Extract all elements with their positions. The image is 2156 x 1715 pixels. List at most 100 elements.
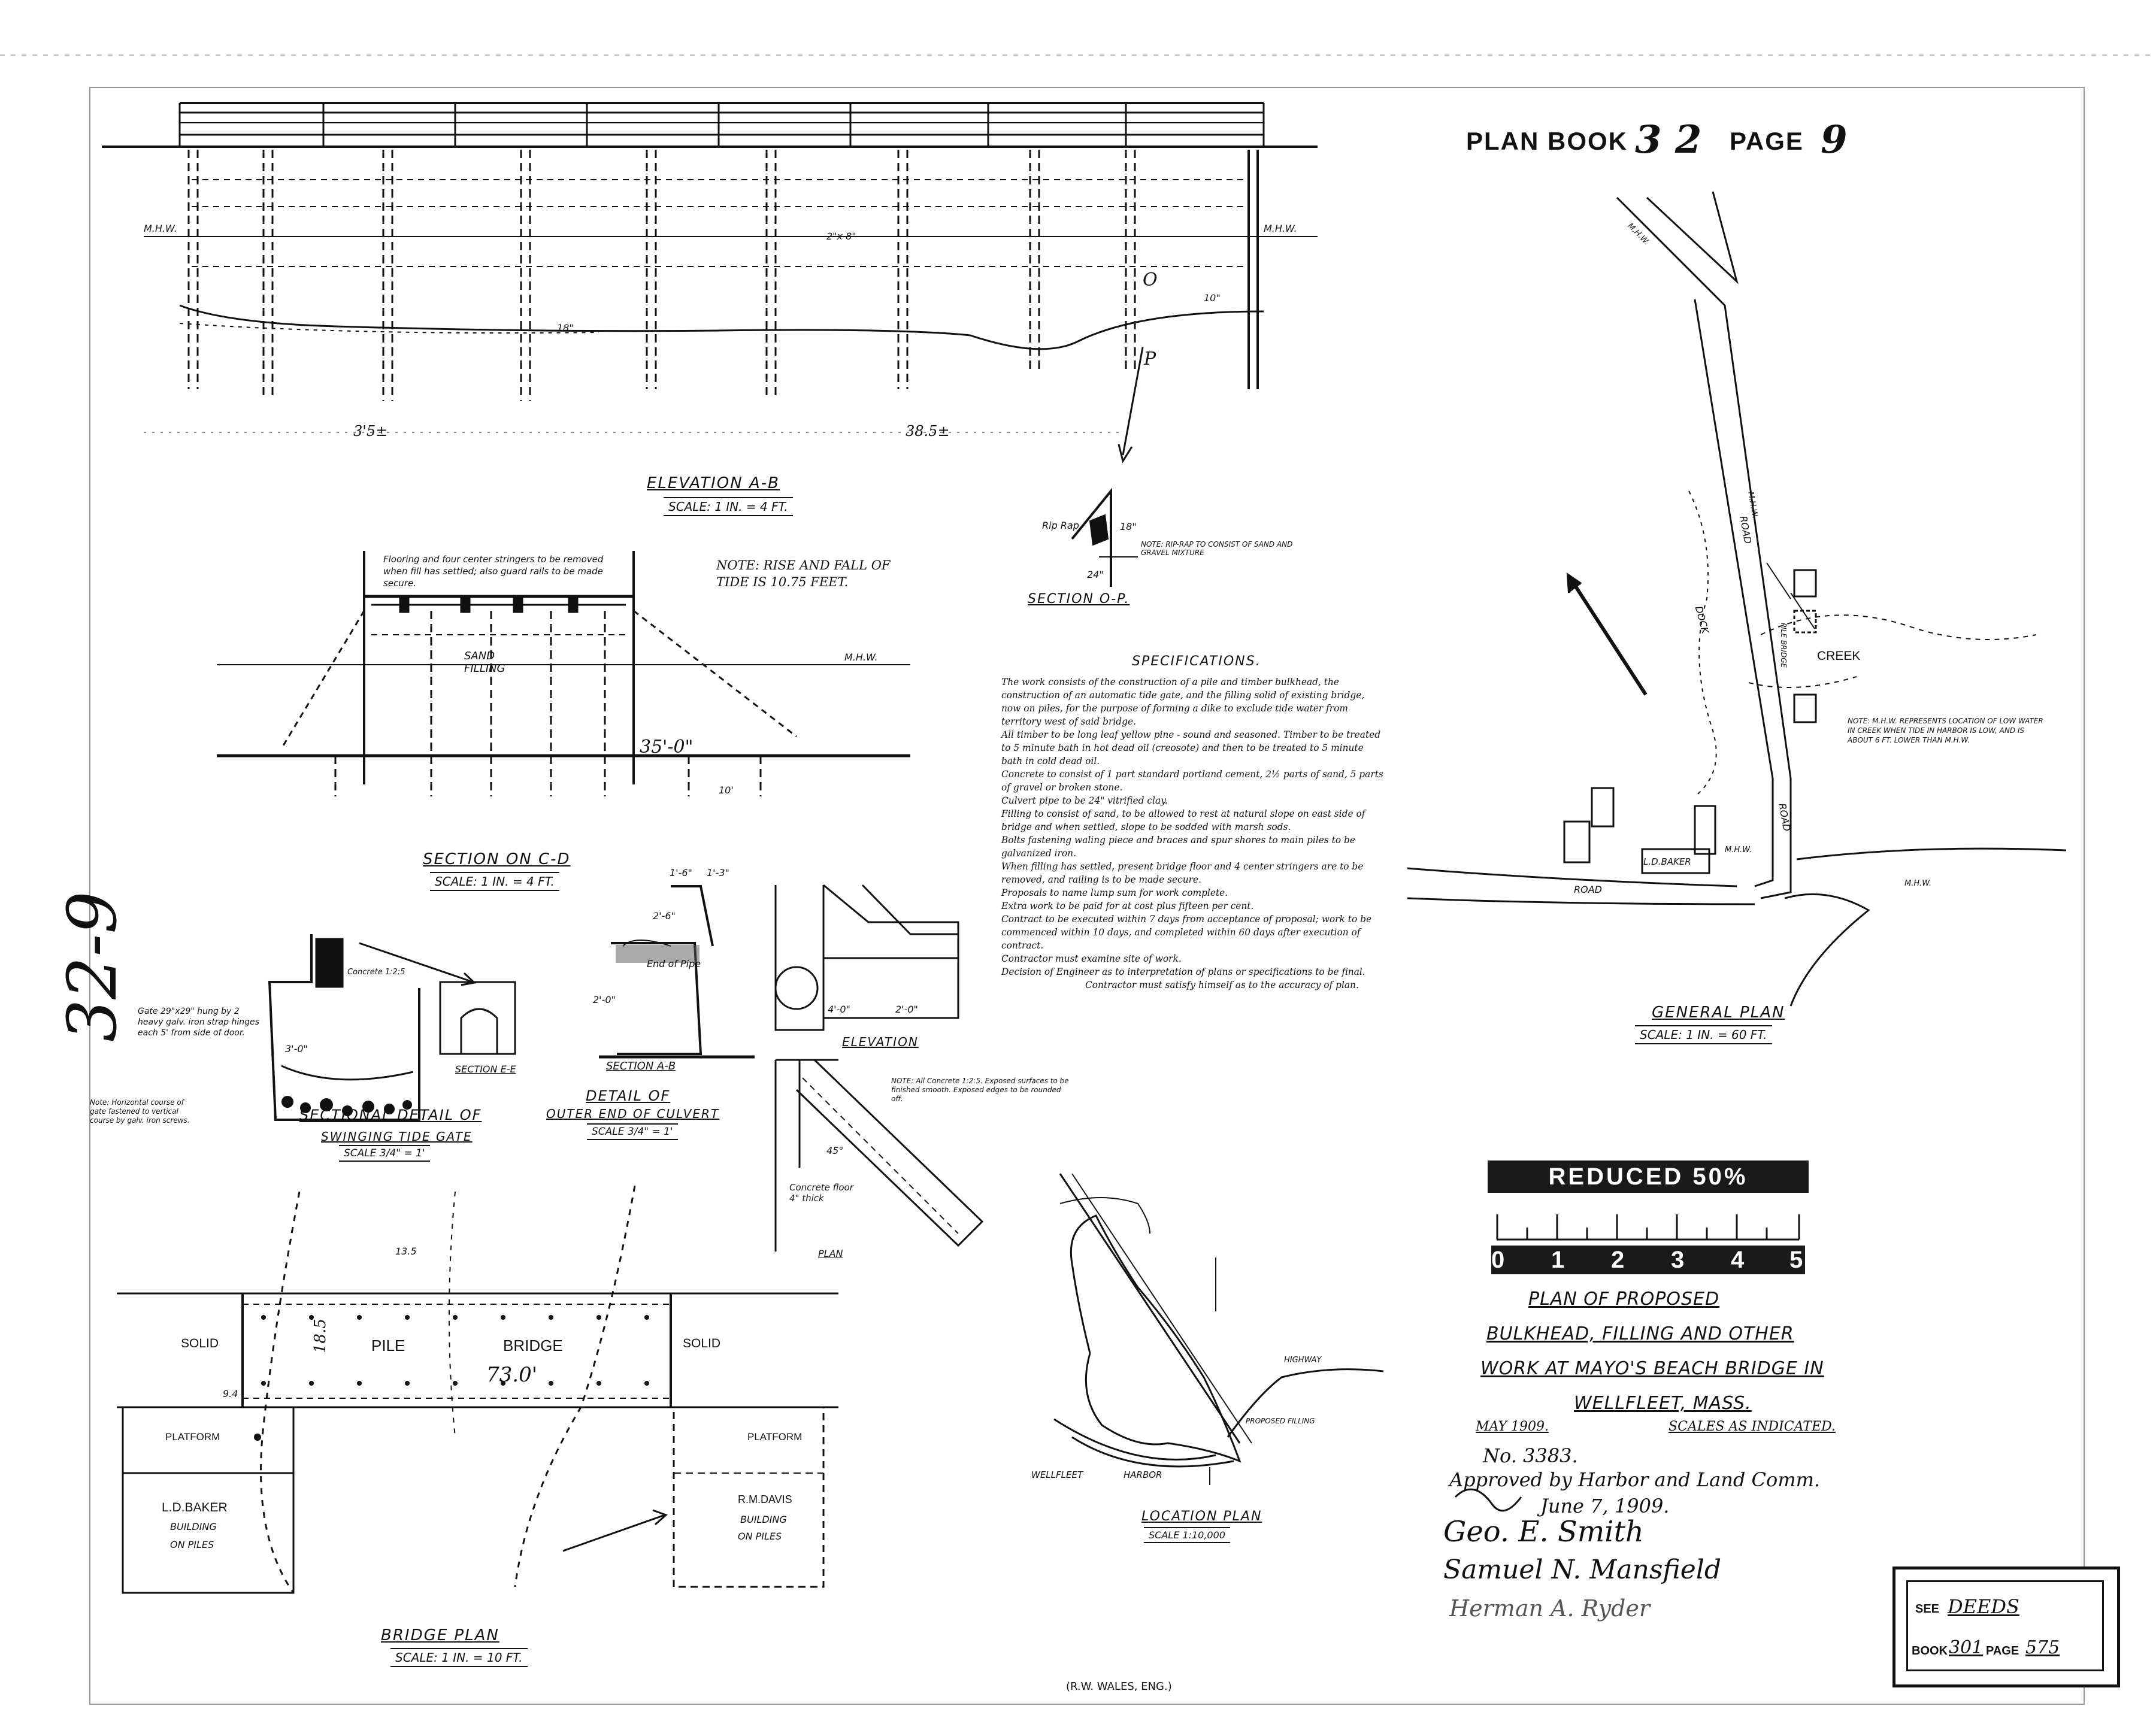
- location-plan-title: LOCATION PLAN: [1141, 1509, 1262, 1524]
- location-wellfleet: WELLFLEET: [1031, 1469, 1083, 1480]
- section-op-dim-24: 24": [1087, 569, 1104, 580]
- deeds-see-label: SEE: [1915, 1602, 1940, 1616]
- general-plan-scale: SCALE: 1 IN. = 60 FT.: [1635, 1025, 1772, 1044]
- bridge-plan-title: BRIDGE PLAN: [381, 1626, 499, 1644]
- scale-digit-1: 1: [1551, 1247, 1566, 1273]
- elevation-detail-plan-label: PLAN: [818, 1248, 843, 1259]
- general-plan-note: NOTE: M.H.W. REPRESENTS LOCATION OF LOW …: [1848, 717, 2043, 744]
- section-op-dim-18: 18": [1120, 521, 1137, 532]
- page-number: 9: [1821, 117, 1848, 162]
- deeds-book-label: BOOK: [1912, 1644, 1948, 1658]
- section-cd-tide-note: NOTE: RISE AND FALL OF TIDE IS 10.75 FEE…: [716, 558, 891, 589]
- bridge-plan-dim-13: 13.5: [395, 1246, 417, 1257]
- bridge-plan-solid-left: SOLID: [181, 1337, 219, 1350]
- section-cd-title: SECTION ON C-D: [423, 850, 571, 868]
- title-line-3: WORK AT MAYO'S BEACH BRIDGE IN: [1480, 1358, 1824, 1379]
- elevation-detail-linework: [774, 884, 984, 1252]
- bridge-plan-length: 73.0': [486, 1363, 538, 1387]
- elevation-detail-dim-a: 4'-0": [828, 1004, 850, 1015]
- tide-gate-title2: SWINGING TIDE GATE: [321, 1129, 473, 1144]
- elevation-depth-18: 18": [557, 322, 574, 334]
- location-plan-scale: SCALE 1:10,000: [1144, 1527, 1230, 1543]
- title-line-2: BULKHEAD, FILLING AND OTHER: [1486, 1323, 1794, 1344]
- deeds-value: DEEDS: [1948, 1595, 2019, 1618]
- general-plan-mhw-3: M.H.W.: [1725, 846, 1752, 855]
- bridge-plan-baker: L.D.BAKER: [162, 1501, 228, 1514]
- bridge-plan-davis: R.M.DAVIS: [738, 1493, 792, 1505]
- signature-2: Samuel N. Mansfield: [1443, 1555, 1722, 1585]
- title-line-1: PLAN OF PROPOSED: [1528, 1289, 1720, 1310]
- scale-digit-5: 5: [1789, 1247, 1804, 1273]
- scale-digit-3: 3: [1671, 1247, 1686, 1273]
- culvert-linework: [599, 885, 755, 1059]
- elevation-point-p: P: [1144, 349, 1156, 369]
- culvert-dim-4: 2'-6": [653, 910, 676, 922]
- section-op-title: SECTION O-P.: [1028, 592, 1130, 607]
- margin-plan-number: 32-9: [54, 891, 132, 1042]
- tide-gate-note: Gate 29"x29" hung by 2 heavy galv. iron …: [138, 1007, 259, 1038]
- deeds-book-number: 301: [1949, 1637, 1984, 1658]
- section-op-note: NOTE: RIP-RAP TO CONSIST OF SAND AND GRA…: [1141, 540, 1293, 557]
- bridge-plan-scale: SCALE: 1 IN. = 10 FT.: [390, 1648, 528, 1667]
- section-cd-sand-filling: SAND FILLING: [464, 650, 505, 675]
- bridge-plan-platform-left: PLATFORM: [165, 1431, 220, 1443]
- culvert-dim-2: 1'-3": [707, 867, 729, 878]
- spec-paragraph: Extra work to be paid for at cost plus f…: [1001, 901, 1254, 911]
- section-op-riprap: Rip Rap: [1042, 520, 1079, 531]
- section-cd-flooring-note: Flooring and four center stringers to be…: [383, 554, 604, 589]
- signature-3: Herman A. Ryder: [1449, 1595, 1651, 1622]
- bridge-plan-davis-piles: ON PILES: [738, 1531, 782, 1542]
- bridge-plan-linework: [117, 1185, 838, 1594]
- tide-gate-section-ee: SECTION E-E: [455, 1063, 516, 1075]
- general-plan-pile-bridge: PILE BRIDGE: [1779, 623, 1788, 668]
- spec-paragraph: Filling to consist of sand, to be allowe…: [1001, 808, 1365, 832]
- approval-text: Approved by Harbor and Land Comm.: [1449, 1468, 1821, 1491]
- elevation-scale: SCALE: 1 IN. = 4 FT.: [664, 497, 793, 516]
- spec-paragraph: Contractor must satisfy himself as to th…: [1085, 980, 1359, 990]
- spec-paragraph: Concrete to consist of 1 part standard p…: [1001, 769, 1383, 793]
- bridge-plan-platform-right: PLATFORM: [747, 1431, 803, 1443]
- culvert-section-ab: SECTION A-B: [606, 1060, 676, 1072]
- section-cd-mhw: M.H.W.: [844, 652, 878, 663]
- general-plan-title: GENERAL PLAN: [1652, 1004, 1785, 1022]
- bridge-plan-baker-piles: ON PILES: [170, 1539, 214, 1550]
- general-plan-road: ROAD: [1574, 884, 1602, 895]
- title-line-4: WELLFLEET, MASS.: [1574, 1393, 1752, 1414]
- scale-digit-0: 0: [1491, 1247, 1506, 1273]
- spec-paragraph: Proposals to name lump sum for work comp…: [1001, 887, 1228, 898]
- spec-paragraph: The work consists of the construction of…: [1001, 677, 1365, 727]
- elevation-size-label: 2"x 8": [826, 231, 856, 242]
- location-plan-linework: [1053, 1173, 1384, 1485]
- signature-strokes: [1454, 1488, 1522, 1512]
- plan-book-label: PLAN BOOK: [1466, 127, 1628, 155]
- location-harbor: HARBOR: [1124, 1469, 1162, 1480]
- elevation-title: ELEVATION A-B: [647, 474, 780, 492]
- plan-book-number: 3 2: [1635, 117, 1702, 162]
- tide-gate-dim: 3'-0": [285, 1043, 308, 1055]
- culvert-title2: OUTER END OF CULVERT: [546, 1107, 720, 1121]
- reduction-scale-bar: [1491, 1214, 1805, 1274]
- spec-paragraph: Culvert pipe to be 24" vitrified clay.: [1001, 795, 1168, 806]
- general-plan-baker: L.D.BAKER: [1643, 856, 1691, 867]
- section-cd-dim-10: 10': [719, 784, 734, 796]
- elevation-detail-angle: 45°: [826, 1145, 844, 1156]
- section-cd-width: 35'-0": [640, 737, 694, 757]
- approval-number: No. 3383.: [1483, 1444, 1578, 1467]
- engineer-credit: (R.W. WALES, ENG.): [1066, 1680, 1172, 1693]
- elevation-mhw-right: M.H.W.: [1264, 223, 1297, 234]
- bridge-plan-pile: PILE: [371, 1337, 405, 1355]
- bridge-plan-dim-9: 9.4: [223, 1388, 238, 1399]
- section-cd-linework: [217, 551, 910, 796]
- reduced-banner: REDUCED 50%: [1488, 1160, 1809, 1193]
- scale-digit-2: 2: [1611, 1247, 1626, 1273]
- deeds-page-number: 575: [2025, 1637, 2060, 1658]
- title-date: MAY 1909.: [1476, 1419, 1549, 1434]
- tide-gate-footnote: Note: Horizontal course of gate fastened…: [90, 1098, 190, 1125]
- bridge-plan-davis-building: BUILDING: [740, 1514, 787, 1525]
- elevation-detail-title: ELEVATION: [842, 1035, 919, 1049]
- bridge-plan-baker-building: BUILDING: [170, 1521, 217, 1532]
- section-cd-scale: SCALE: 1 IN. = 4 FT.: [430, 872, 559, 891]
- tide-gate-concrete: Concrete 1:2:5: [347, 968, 405, 977]
